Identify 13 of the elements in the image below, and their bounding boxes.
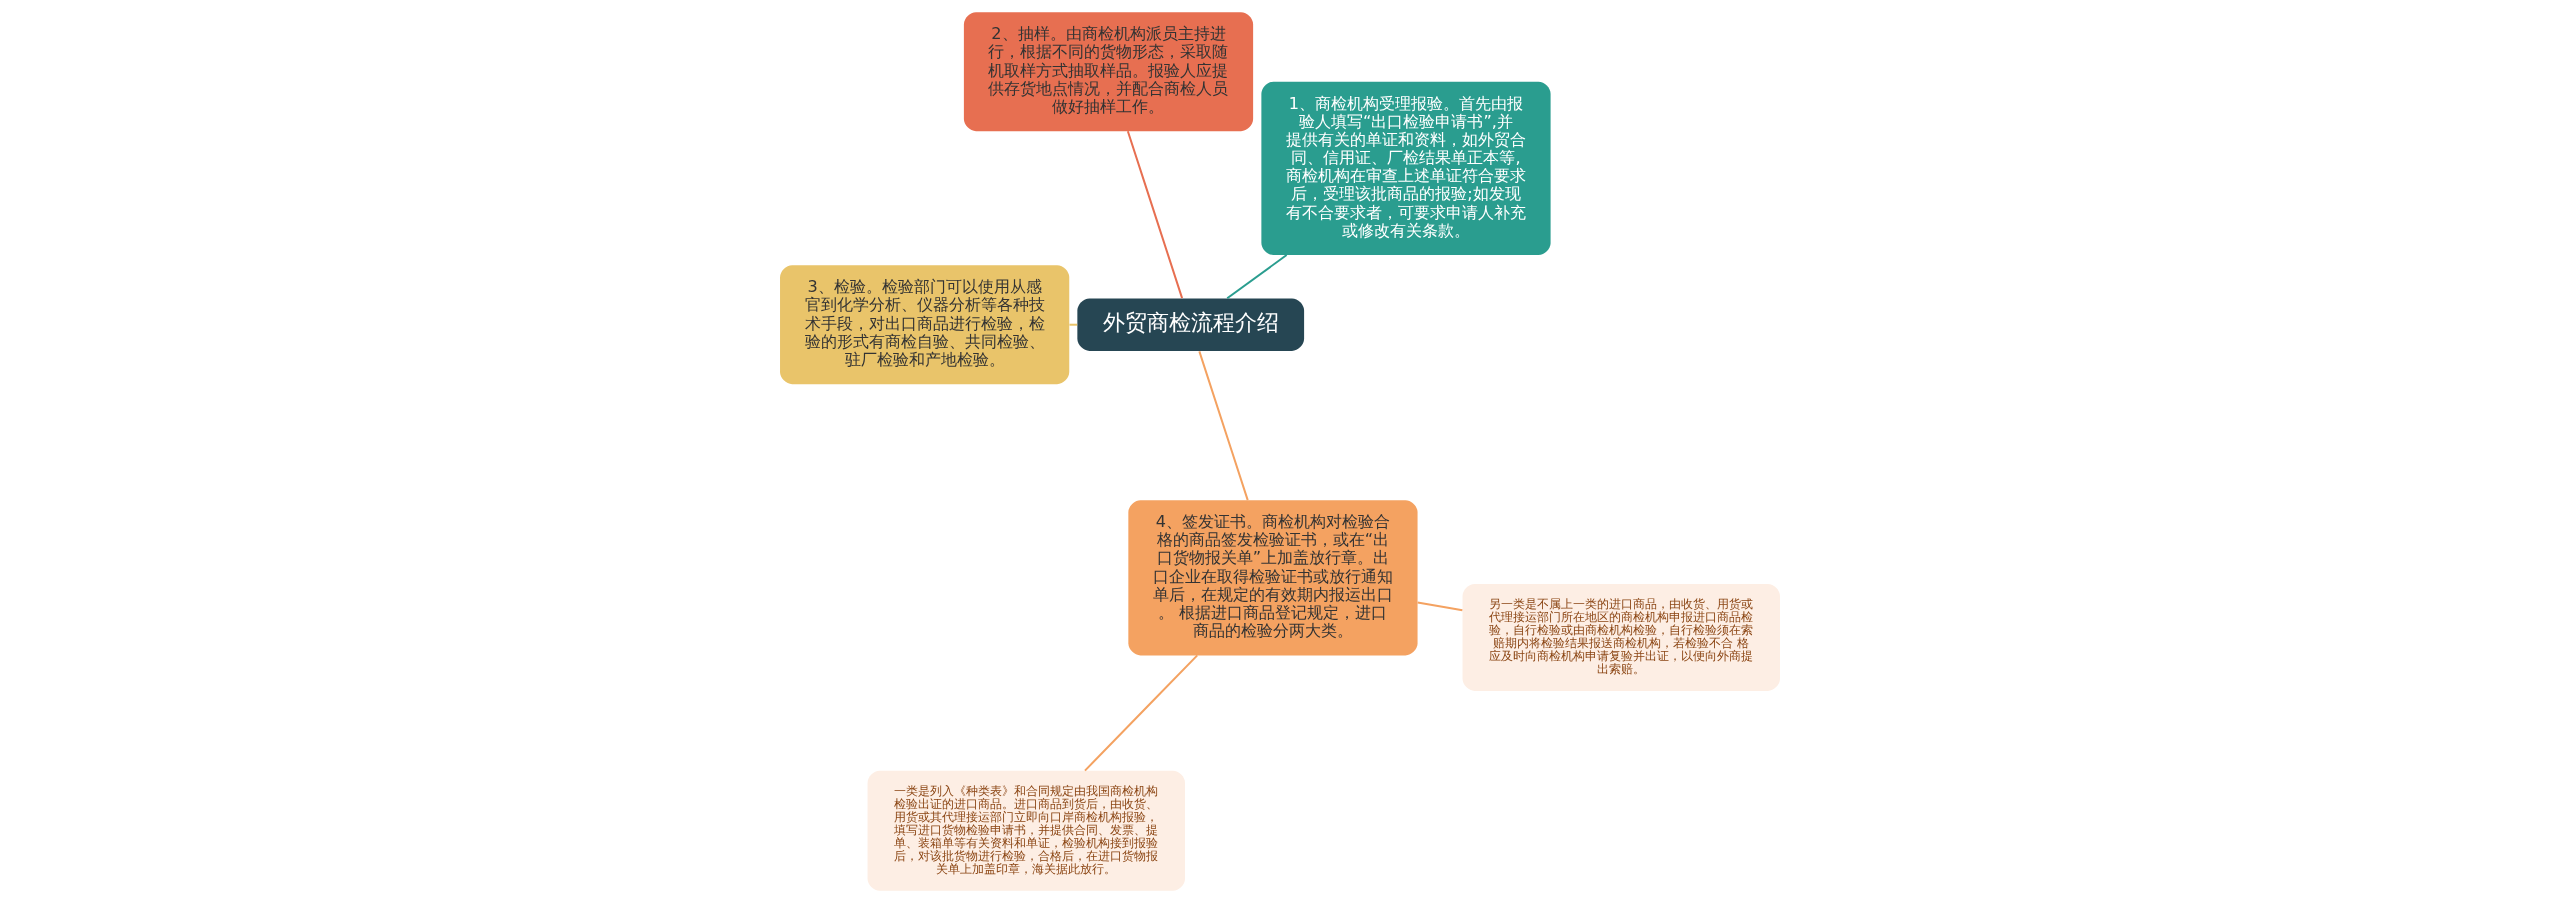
node-box: 1、商检机构受理报验。首先由报验人填写“出口检验申请书”,并提供有关的单证和资料，如外贸合同、信用证、厂检结果单正本等,商检机构在审查上述单证符合要求后，受理该批商品的报验;如发现有不合要求者，可要求申请人补充或修改有关条款。 [1261,81,1551,255]
node-box: 另一类是不属上一类的进口商品，由收货、用货或代理接运部门所在地区的商检机构申报进口商品检验，自行检验或由商检机构检验，自行检验须在索赔期内将检验结果报送商检机构，若检验不合 格应及时向商检机构申请复验并出证，以便向外商提出索赔。 [1462,584,1780,691]
connector [1417,601,1463,612]
connector [1198,351,1249,501]
node-box: 2、抽样。由商检机构派员主持进行，根据不同的货物形态，采取随机取样方式抽取样品。报验人应提供存货地点情况，并配合商检人员做好抽样工作。 [963,12,1254,132]
connector [1084,654,1198,772]
node-box: 一类是列入《种类表》和合同规定由我国商检机构检验出证的进口商品。进口商品到货后，由收货、用货或其代理接运部门立即向口岸商检机构报验，填写进口货物检验申请书，并提供合同、发票、提单、装箱单等有关资料和单证，检验机构接到报验后，对该批货物进行检验，合格后，在进口货物报关单上加盖印章，海关据此放行。 [867,770,1185,891]
connector [1226,254,1288,299]
connector [1126,130,1184,299]
node-box: 4、签发证书。商检机构对检验合格的商品签发检验证书，或在“出口货物报关单”上加盖放行章。出口企业在取得检验证书或放行通知单后，在规定的有效期内报运出口。 根据进口商品登记规定，进口商品的检验分两大类。 [1128,500,1418,656]
node-box: 3、检验。检验部门可以使用从感官到化学分析、仪器分析等各种技术手段，对出口商品进行检验，检验的形式有商检自验、共同检验、驻厂检验和产地检验。 [780,265,1070,385]
connector [1069,323,1078,326]
node-box: 外贸商检流程介绍 [1077,298,1305,351]
